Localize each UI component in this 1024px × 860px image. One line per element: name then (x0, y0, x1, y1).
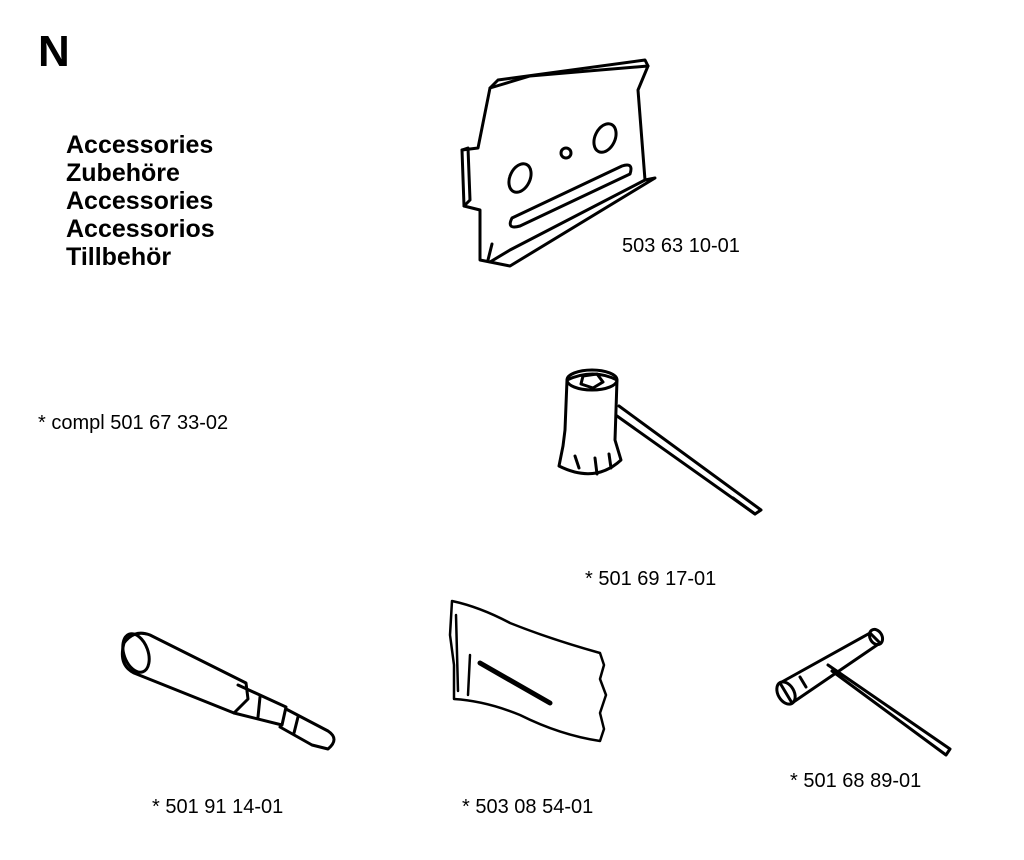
part-number-bar-cover: * 503 08 54-01 (462, 796, 594, 818)
title-spanish: Accessorios (66, 215, 215, 243)
accessories-title-list: Accessories Zubehöre Accessories Accesso… (66, 131, 215, 271)
part-number-grease-gun: * 501 91 14-01 (152, 796, 284, 818)
part-number-combination-wrench: * 501 69 17-01 (585, 568, 717, 590)
t-wrench-illustration (770, 625, 960, 765)
title-swedish: Tillbehör (66, 243, 172, 271)
bar-plate-illustration (450, 50, 680, 280)
section-letter: N (38, 27, 70, 76)
grease-gun-illustration (110, 625, 350, 760)
combination-wrench-illustration (545, 360, 775, 530)
title-german: Zubehöre (66, 159, 180, 187)
part-number-kit-complete: * compl 501 67 33-02 (38, 412, 229, 434)
part-number-bar-plate: 503 63 10-01 (622, 235, 740, 257)
title-english: Accessories (66, 131, 214, 159)
part-number-t-wrench: * 501 68 89-01 (790, 770, 922, 792)
title-french: Accessories (66, 187, 214, 215)
bar-cover-illustration (440, 595, 620, 765)
